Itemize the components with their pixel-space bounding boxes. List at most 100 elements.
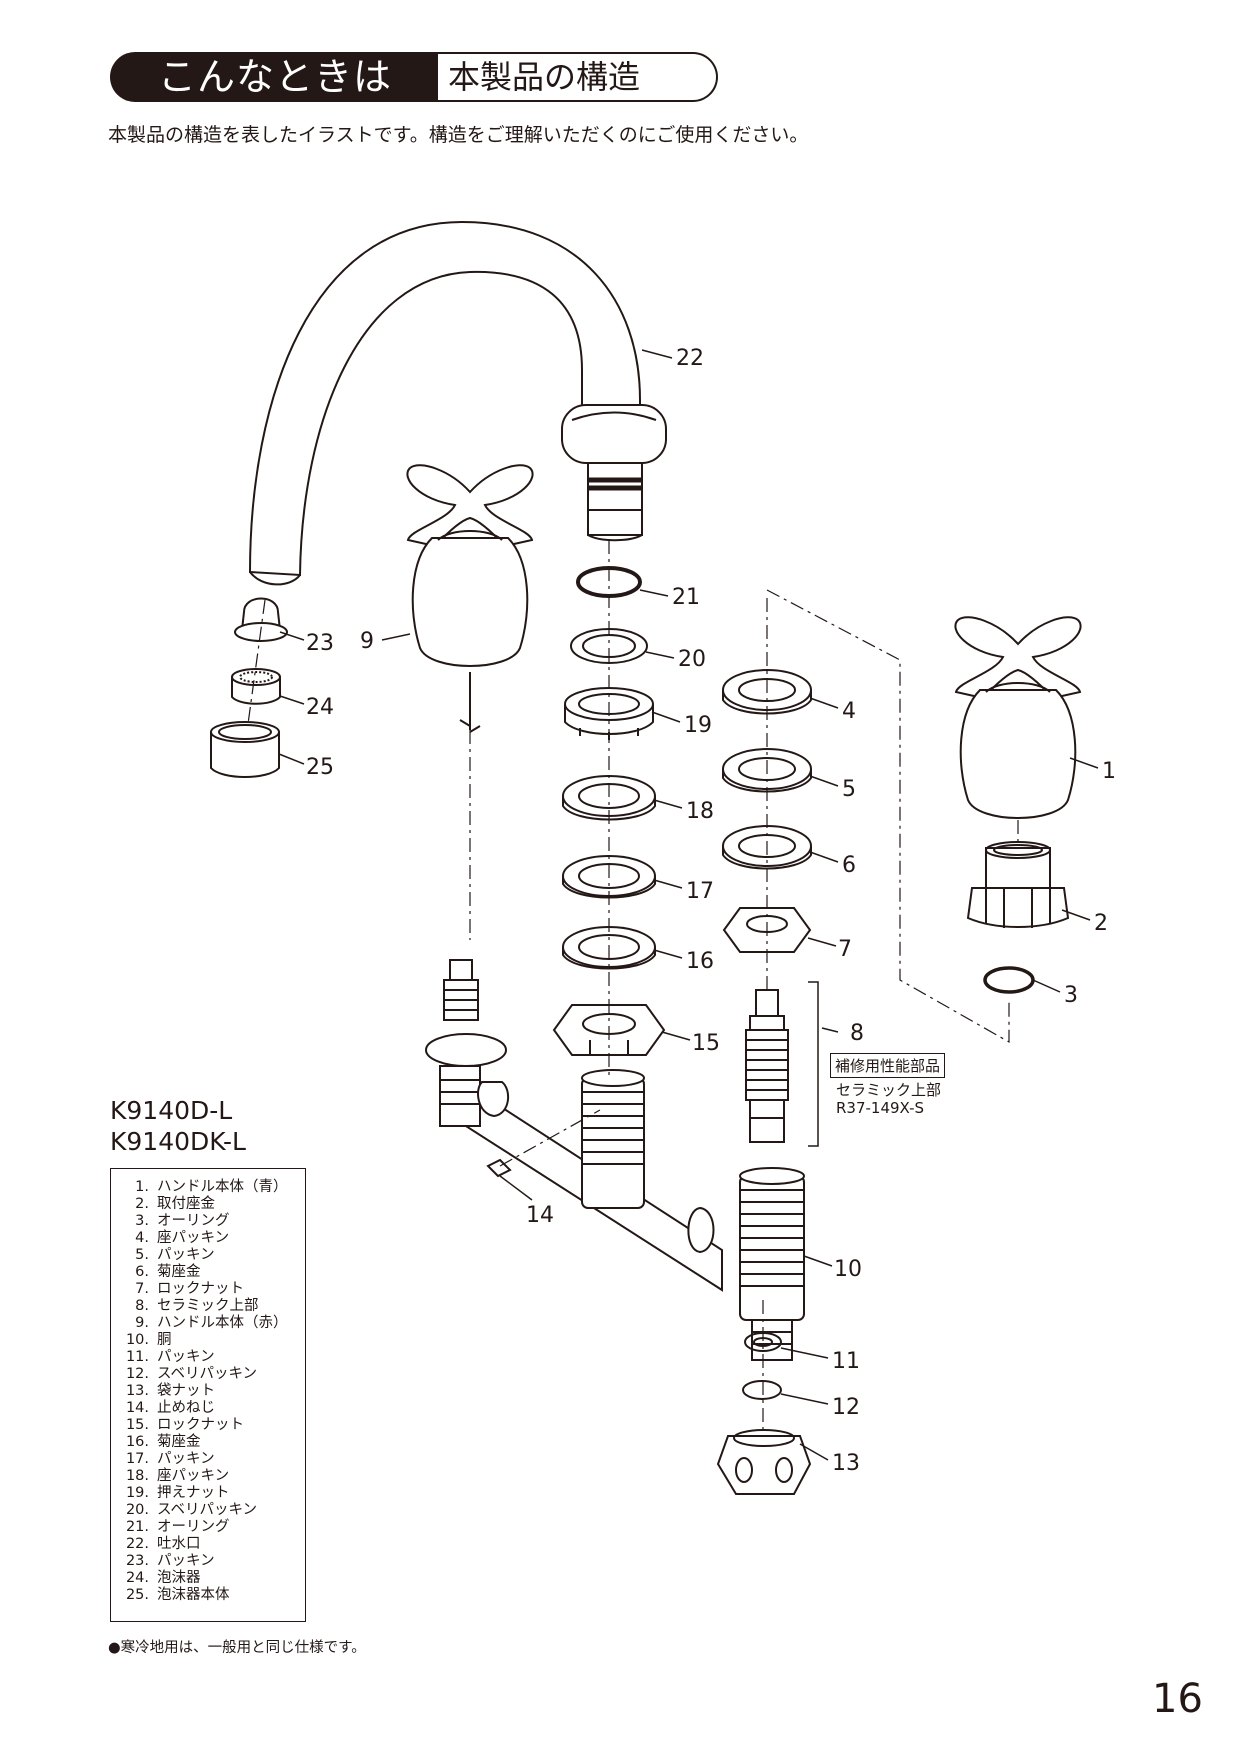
- part-number: 23.: [125, 1553, 149, 1569]
- parts-list-item: 2. 取付座金: [111, 1196, 305, 1213]
- parts-list-item: 18.座パッキン: [111, 1468, 305, 1485]
- part-name: 泡沫器本体: [157, 1587, 230, 1603]
- part-number: 2.: [135, 1196, 149, 1212]
- part-number: 5.: [135, 1247, 149, 1263]
- part-name: オーリング: [157, 1519, 230, 1535]
- parts-list-item: 21. オーリング: [111, 1519, 305, 1536]
- part-number: 4.: [135, 1230, 149, 1246]
- parts-list-item: 11. パッキン: [111, 1349, 305, 1366]
- parts-list-item: 6.菊座金: [111, 1264, 305, 1281]
- part-name: パッキン: [157, 1349, 215, 1365]
- part-number: 8.: [135, 1298, 149, 1314]
- parts-list-item: 1.ハンドル本体（青）: [111, 1179, 305, 1196]
- part-number: 13.: [125, 1383, 149, 1399]
- part-1-handle-blue: [954, 616, 1082, 819]
- part-number: 3.: [135, 1213, 149, 1229]
- part-name: ハンドル本体（赤）: [157, 1315, 288, 1331]
- part-name: パッキン: [157, 1451, 215, 1467]
- part-9-handle-red: [406, 464, 534, 733]
- part-name: パッキン: [157, 1247, 215, 1263]
- label-6: 6: [842, 853, 856, 878]
- label-21: 21: [672, 585, 700, 610]
- label-14: 14: [526, 1203, 554, 1228]
- label-8: 8: [850, 1021, 864, 1046]
- part-name: ロックナット: [157, 1417, 244, 1433]
- part-name: パッキン: [157, 1553, 215, 1569]
- label-16: 16: [686, 949, 714, 974]
- part-name: セラミック上部: [157, 1298, 259, 1314]
- label-25: 25: [306, 755, 334, 780]
- label-24: 24: [306, 695, 334, 720]
- part-number: 12.: [125, 1366, 149, 1382]
- label-13: 13: [832, 1451, 860, 1476]
- part-24-aerator: [231, 668, 281, 705]
- part-number: 21.: [125, 1519, 149, 1535]
- part-name: 泡沫器: [157, 1570, 201, 1586]
- parts-list-item: 12. スベリパッキン: [111, 1366, 305, 1383]
- parts-list-item: 20. スベリパッキン: [111, 1502, 305, 1519]
- part-number: 17.: [125, 1451, 149, 1467]
- label-10: 10: [834, 1257, 862, 1282]
- model-number-1: K9140D-L: [110, 1096, 233, 1125]
- part-name: オーリング: [157, 1213, 230, 1229]
- part-name: スベリパッキン: [157, 1502, 258, 1518]
- part-number: 10.: [125, 1332, 149, 1348]
- parts-list-item: 17. パッキン: [111, 1451, 305, 1468]
- label-18: 18: [686, 799, 714, 824]
- parts-list-item: 15.ロックナット: [111, 1417, 305, 1434]
- parts-list-item: 5. パッキン: [111, 1247, 305, 1264]
- parts-list-item: 7.ロックナット: [111, 1281, 305, 1298]
- callout-part-code: R37-149X-S: [836, 1099, 925, 1117]
- part-2-mounting-washer: [966, 841, 1070, 928]
- part-3-o-ring: [983, 966, 1035, 994]
- part-name: 吐水口: [157, 1536, 201, 1552]
- parts-list-item: 16.菊座金: [111, 1434, 305, 1451]
- parts-list-item: 24.泡沫器: [111, 1570, 305, 1587]
- part-name: 押えナット: [157, 1485, 230, 1501]
- part-8-ceramic-cartridge: [745, 989, 789, 1143]
- part-10-body: [425, 959, 805, 1361]
- section-header-tag: こんなときは: [110, 52, 440, 102]
- label-15: 15: [692, 1031, 720, 1056]
- part-23-packing: [234, 597, 288, 642]
- label-19: 19: [684, 713, 712, 738]
- part-22-spout: [248, 220, 667, 586]
- label-5: 5: [842, 777, 856, 802]
- part-number: 22.: [125, 1536, 149, 1552]
- part-number: 18.: [125, 1468, 149, 1484]
- label-20: 20: [678, 647, 706, 672]
- intro-text: 本製品の構造を表したイラストです。構造をご理解いただくのにご使用ください。: [108, 124, 809, 146]
- section-header-title-box: 本製品の構造: [438, 52, 718, 102]
- part-name: 菊座金: [157, 1434, 201, 1450]
- parts-list-item: 3. オーリング: [111, 1213, 305, 1230]
- label-2: 2: [1094, 911, 1108, 936]
- section-header-title: 本製品の構造: [448, 58, 641, 96]
- part-name: 取付座金: [157, 1196, 215, 1212]
- part-name: スベリパッキン: [157, 1366, 258, 1382]
- parts-list-item: 19.押えナット: [111, 1485, 305, 1502]
- part-name: 胴: [157, 1332, 172, 1348]
- part-number: 20.: [125, 1502, 149, 1518]
- part-25-aerator-body: [210, 721, 280, 778]
- label-17: 17: [686, 879, 714, 904]
- page-number: 16: [1152, 1676, 1203, 1722]
- part-number: 11.: [125, 1349, 149, 1365]
- parts-list-item: 13. 袋ナット: [111, 1383, 305, 1400]
- parts-list-item: 14. 止めねじ: [111, 1400, 305, 1417]
- part-name: 座パッキン: [157, 1230, 230, 1246]
- part-number: 14.: [125, 1400, 149, 1416]
- part-12-slip-packing: [742, 1380, 782, 1400]
- part-name: 止めねじ: [157, 1400, 215, 1416]
- label-12: 12: [832, 1395, 860, 1420]
- part-name: 袋ナット: [157, 1383, 215, 1399]
- part-number: 9.: [135, 1315, 149, 1331]
- parts-list-item: 23. パッキン: [111, 1553, 305, 1570]
- part-name: ハンドル本体（青）: [157, 1179, 288, 1195]
- footnote: ●寒冷地用は、一般用と同じ仕様です。: [108, 1640, 366, 1656]
- part-name: 菊座金: [157, 1264, 201, 1280]
- label-3: 3: [1064, 983, 1078, 1008]
- part-14-set-screw: [486, 1158, 512, 1178]
- part-number: 25.: [125, 1587, 149, 1603]
